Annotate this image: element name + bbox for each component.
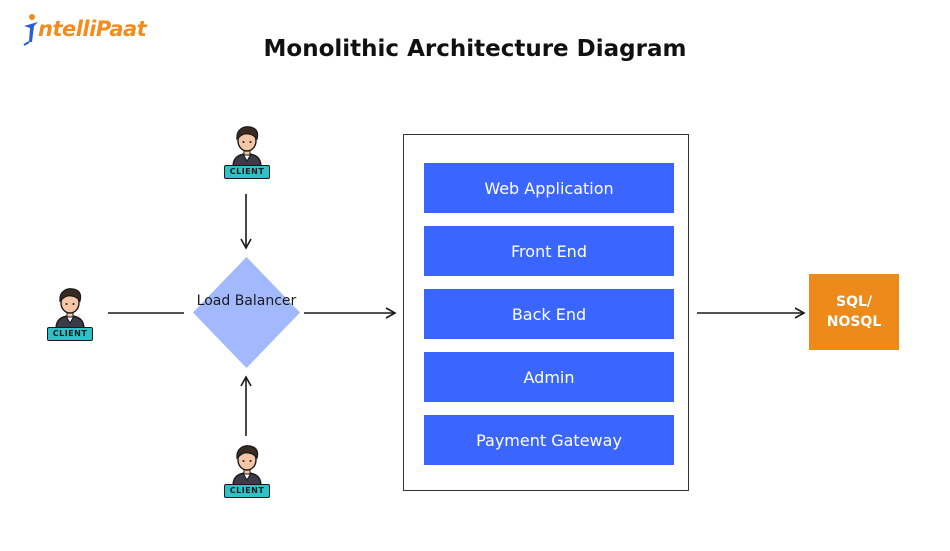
- module-admin: Admin: [424, 352, 674, 402]
- database-box: SQL/ NOSQL: [809, 274, 899, 350]
- client-badge: CLIENT: [224, 165, 270, 179]
- load-balancer-label: Load Balancer: [196, 293, 297, 309]
- logo-text: ntelliPaat: [38, 17, 147, 41]
- client-badge: CLIENT: [47, 327, 93, 341]
- load-balancer-diamond: [193, 257, 300, 368]
- logo-figure-icon: [23, 14, 38, 46]
- person-icon: [232, 126, 262, 168]
- diagram-title: Monolithic Architecture Diagram: [263, 36, 687, 62]
- person-icon: [232, 445, 262, 487]
- module-payment-gateway: Payment Gateway: [424, 415, 674, 465]
- module-web-application: Web Application: [424, 163, 674, 213]
- intellipaat-logo: ntelliPaat: [20, 12, 147, 46]
- module-front-end: Front End: [424, 226, 674, 276]
- client-badge: CLIENT: [224, 484, 270, 498]
- client-bottom: CLIENT: [224, 440, 270, 498]
- client-top: CLIENT: [224, 121, 270, 179]
- person-icon: [55, 288, 85, 330]
- module-back-end: Back End: [424, 289, 674, 339]
- client-left: CLIENT: [47, 283, 93, 341]
